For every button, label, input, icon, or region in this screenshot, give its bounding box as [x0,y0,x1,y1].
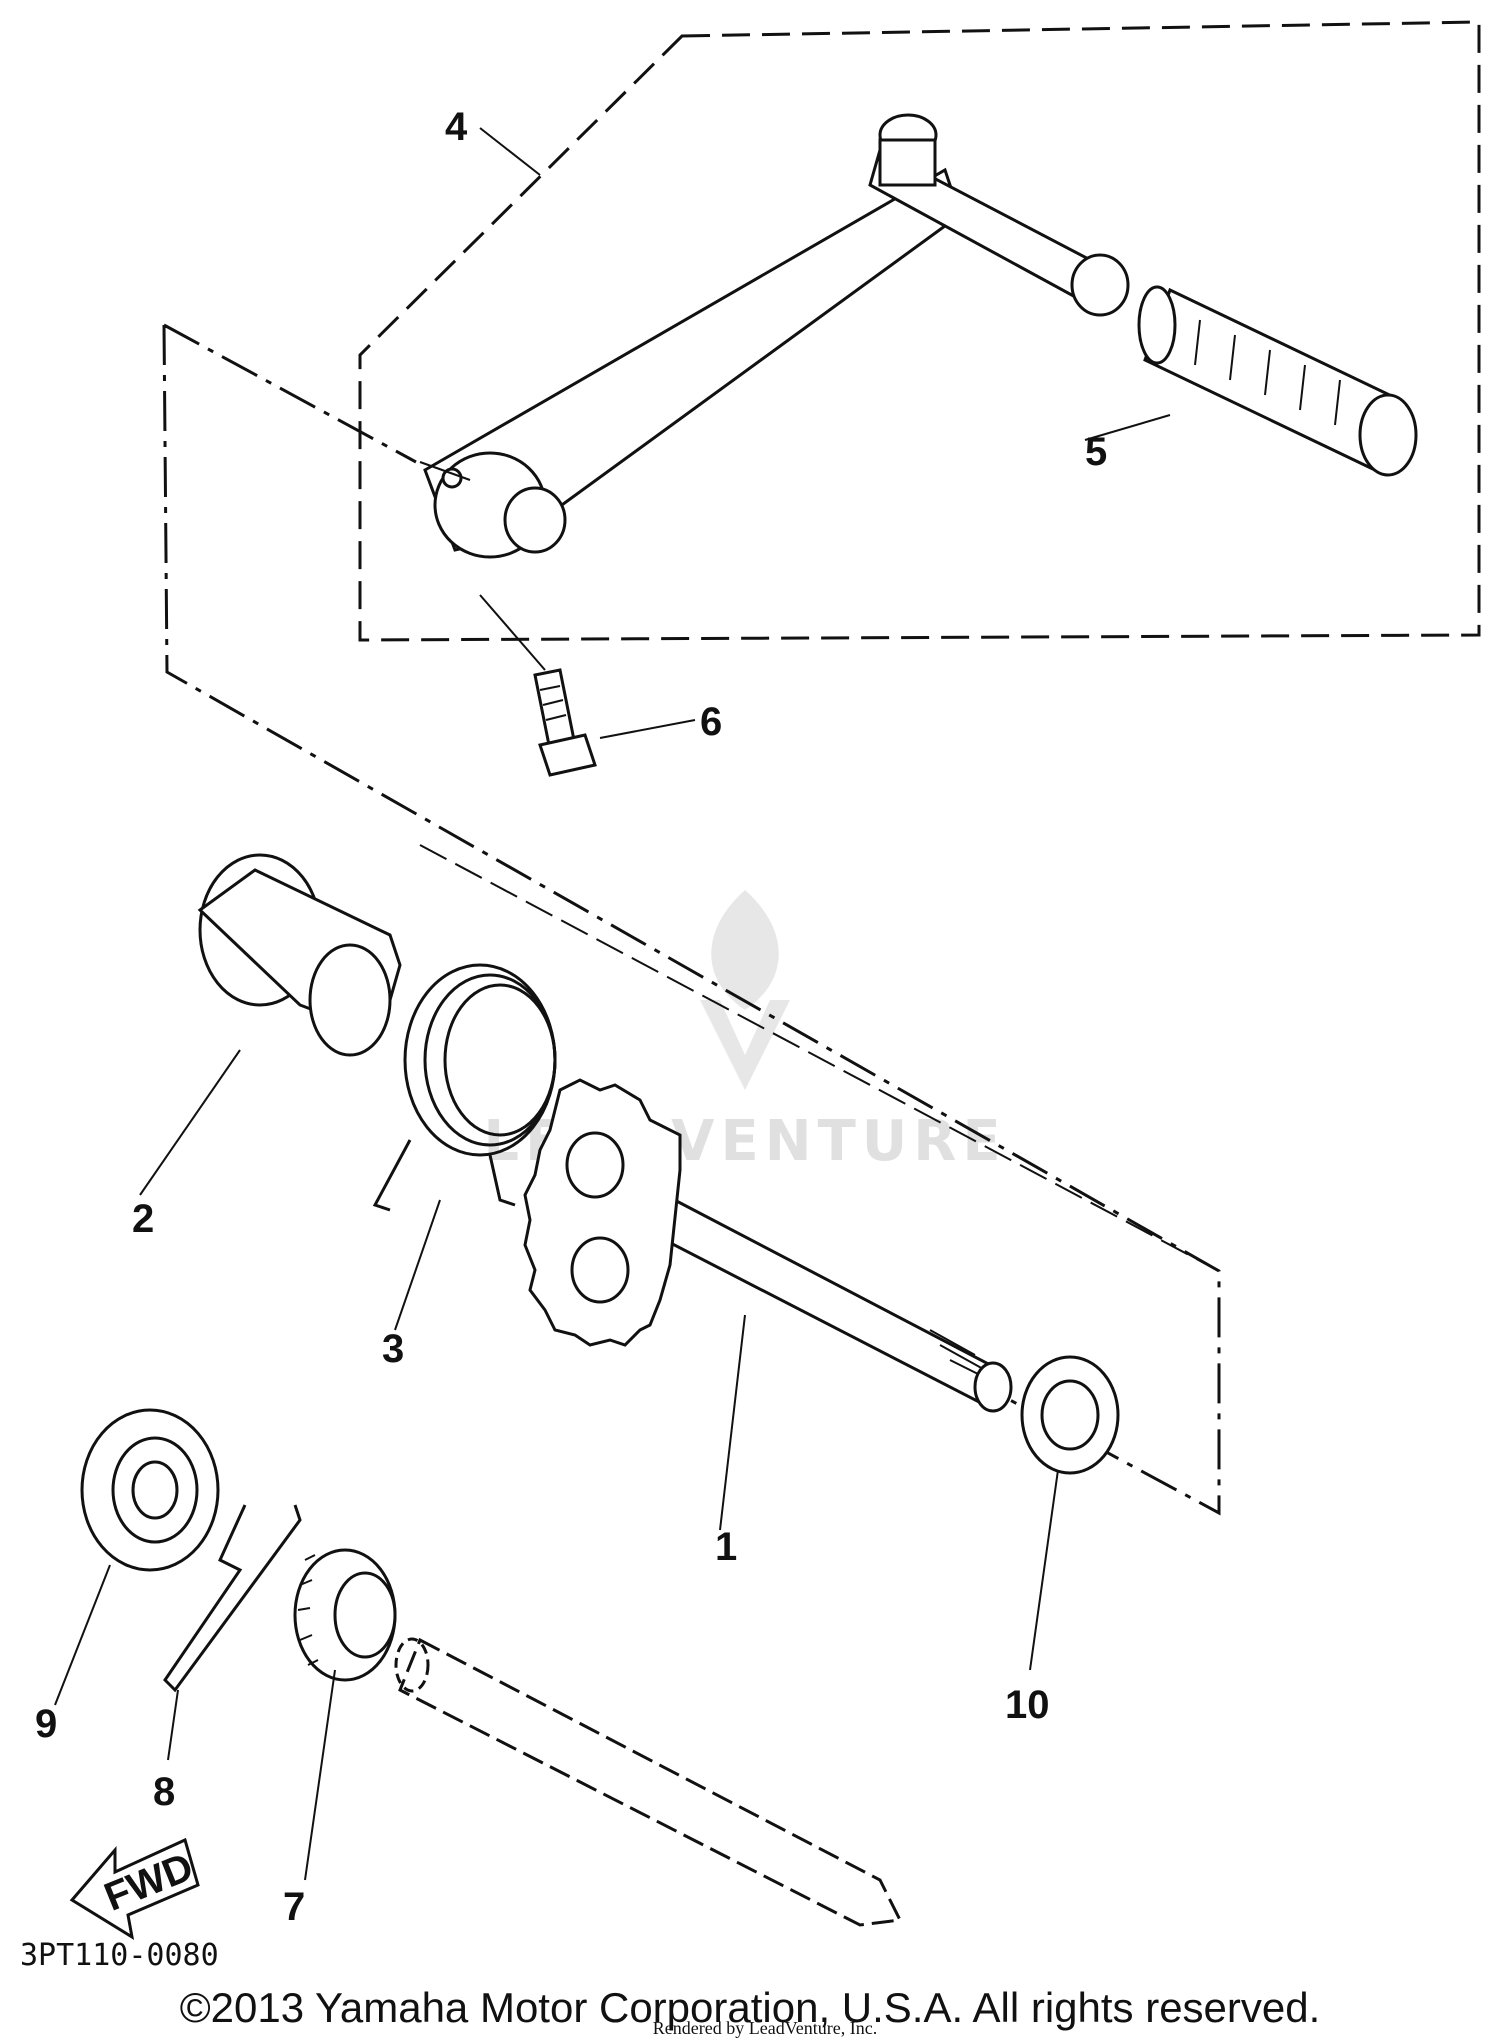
rendered-by-note: Rendered by LeadVenture, Inc. [653,2018,877,2038]
forward-arrow: FWD [69,1837,200,1941]
bearing-housing-part [80,1408,220,1572]
spring-clip-part [163,1504,302,1693]
diagram-code: 3PT110-0080 [20,1938,219,1973]
bolt-part [533,668,597,777]
callout-8: 8 [153,1770,175,1814]
oil-seal-part [1020,1355,1120,1475]
callout-2: 2 [132,1197,154,1241]
callout-7: 7 [283,1885,305,1929]
callout-9: 9 [35,1702,57,1746]
callout-4: 4 [445,105,468,149]
callout-6: 6 [700,700,722,744]
pinion-gear-part [293,1548,397,1682]
kick-axle-part [523,1078,1013,1413]
copyright-notice: ©2013 Yamaha Motor Corporation, U.S.A. A… [180,1984,1321,2031]
spring-cover-part [197,853,402,1057]
callout-10: 10 [1005,1683,1050,1727]
callout-5: 5 [1085,430,1107,474]
grip-part [1137,285,1418,477]
callout-1: 1 [715,1525,737,1569]
callout-3: 3 [382,1327,404,1371]
kick-crank-lever [423,113,1130,559]
assembly-dashed-box [358,20,1481,642]
transmission-shaft [398,1637,903,1927]
leader-lines [54,127,1171,1881]
torsion-spring-part [372,963,557,1212]
